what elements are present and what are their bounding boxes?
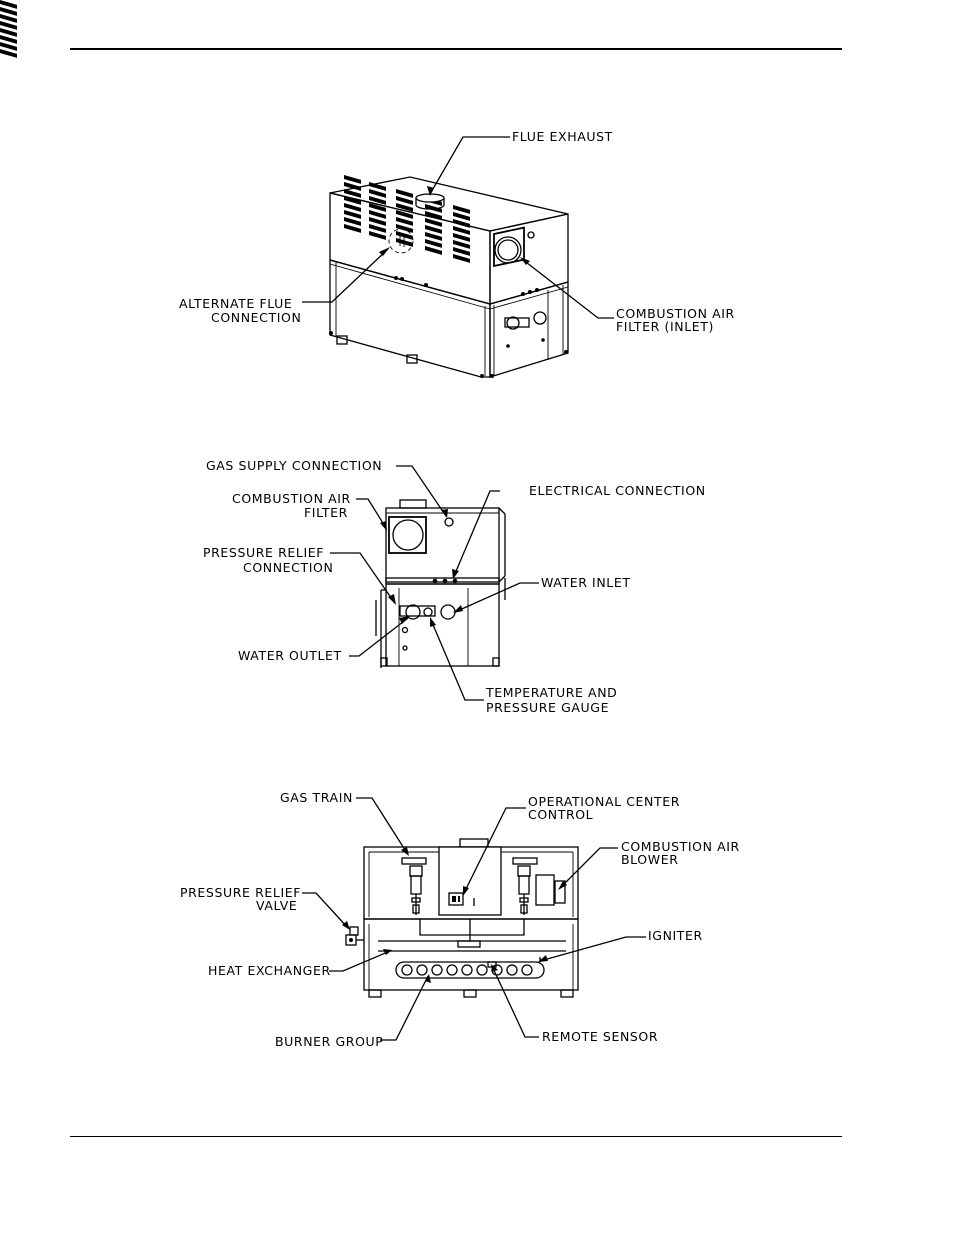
label-pressure-relief-connection-1: PRESSURE RELIEF bbox=[203, 545, 324, 560]
top-rule bbox=[70, 48, 842, 50]
flue-exhaust-stack bbox=[415, 193, 445, 210]
label-operational-center-1: OPERATIONAL CENTER bbox=[528, 794, 680, 809]
label-heat-exchanger: HEAT EXCHANGER bbox=[208, 963, 331, 978]
burner-group bbox=[395, 957, 545, 979]
label-pressure-relief-valve-1: PRESSURE RELIEF bbox=[180, 885, 301, 900]
combustion-air-inlet bbox=[493, 226, 535, 268]
label-gas-train: GAS TRAIN bbox=[280, 790, 353, 805]
water-fittings bbox=[504, 311, 547, 348]
figure2-leaders bbox=[330, 465, 539, 701]
label-combustion-air-filter-1: COMBUSTION AIR bbox=[232, 491, 351, 506]
figure3-leaders bbox=[302, 797, 646, 1041]
figure-internal-view: GAS TRAIN OPERATIONAL CENTER CONTROL COM… bbox=[180, 790, 740, 1049]
label-combustion-air-inlet-2: FILTER (INLET) bbox=[616, 319, 714, 334]
label-electrical-connection: ELECTRICAL CONNECTION bbox=[529, 483, 706, 498]
label-combustion-air-inlet-1: COMBUSTION AIR bbox=[616, 306, 735, 321]
label-alternate-flue-1: ALTERNATE FLUE bbox=[179, 296, 292, 311]
bottom-rule bbox=[70, 1136, 842, 1137]
label-water-outlet: WATER OUTLET bbox=[238, 648, 342, 663]
label-water-inlet: WATER INLET bbox=[541, 575, 631, 590]
label-combustion-air-blower-2: BLOWER bbox=[621, 852, 678, 867]
label-temp-pressure-gauge-2: PRESSURE GAUGE bbox=[486, 700, 609, 715]
label-remote-sensor: REMOTE SENSOR bbox=[542, 1029, 658, 1044]
louver-vents bbox=[0, 0, 17, 58]
gas-train-right bbox=[512, 857, 538, 915]
label-gas-supply: GAS SUPPLY CONNECTION bbox=[206, 458, 382, 473]
label-alternate-flue-2: CONNECTION bbox=[211, 310, 301, 325]
label-flue-exhaust: FLUE EXHAUST bbox=[512, 129, 613, 144]
figure-side-view: GAS SUPPLY CONNECTION COMBUSTION AIR FIL… bbox=[203, 458, 706, 715]
boiler-side-drawing bbox=[375, 499, 506, 668]
gas-train-left bbox=[401, 857, 427, 915]
label-igniter: IGNITER bbox=[648, 928, 703, 943]
pressure-relief-valve bbox=[345, 926, 364, 946]
boiler-internal-drawing bbox=[345, 838, 579, 998]
label-temp-pressure-gauge-1: TEMPERATURE AND bbox=[485, 685, 617, 700]
label-pressure-relief-valve-2: VALVE bbox=[256, 898, 297, 913]
boiler-cabinet-drawing bbox=[0, 0, 569, 378]
figure1-leaders bbox=[302, 136, 614, 319]
alternate-flue-connection bbox=[388, 228, 414, 254]
label-burner-group: BURNER GROUP bbox=[275, 1034, 383, 1049]
figure-exterior-view: FLUE EXHAUST ALTERNATE FLUE CONNECTION C… bbox=[0, 0, 735, 378]
label-pressure-relief-connection-2: CONNECTION bbox=[243, 560, 333, 575]
label-operational-center-2: CONTROL bbox=[528, 807, 593, 822]
label-combustion-air-blower-1: COMBUSTION AIR bbox=[621, 839, 740, 854]
label-combustion-air-filter-2: FILTER bbox=[304, 505, 348, 520]
